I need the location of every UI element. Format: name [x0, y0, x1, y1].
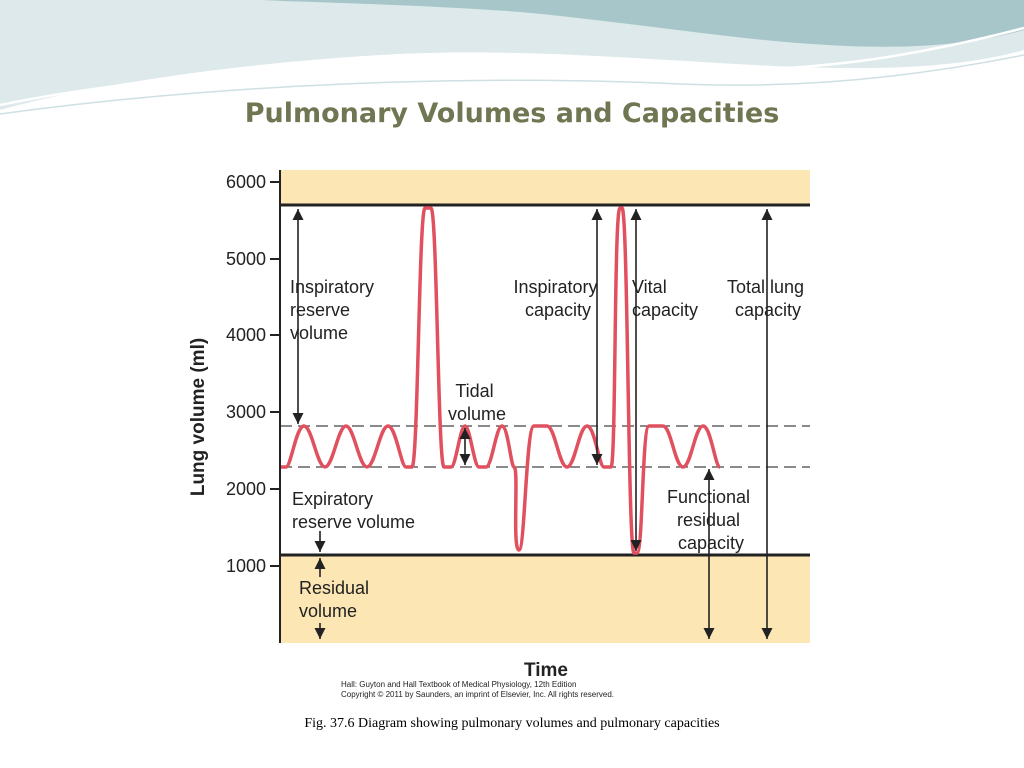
x-axis-label: Time — [524, 660, 568, 681]
total-lung-capacity-label: Total lung capacity — [727, 277, 809, 320]
residual-shaded-band — [280, 555, 810, 643]
y-tick-3000: 3000 — [226, 402, 266, 422]
credit-line-1: Hall: Guyton and Hall Textbook of Medica… — [341, 680, 576, 689]
inspiratory-reserve-volume-label: Inspiratory reserve volume — [290, 277, 379, 343]
measurement-arrows — [292, 209, 773, 639]
lung-volume-diagram: 6000 5000 4000 3000 2000 1000 Lung volum… — [188, 170, 810, 699]
y-tick-5000: 5000 — [226, 249, 266, 269]
y-axis-label: Lung volume (ml) — [188, 338, 209, 496]
y-tick-1000: 1000 — [226, 556, 266, 576]
residual-volume-label: Residual volume — [299, 578, 374, 621]
slide-banner — [0, 0, 1024, 115]
y-tick-4000: 4000 — [226, 325, 266, 345]
inspiratory-capacity-label: Inspiratory capacity — [513, 277, 602, 320]
y-axis-tick-labels: 6000 5000 4000 3000 2000 1000 — [226, 172, 266, 576]
slide-title: Pulmonary Volumes and Capacities — [244, 98, 780, 129]
top-shaded-band — [280, 170, 810, 205]
figure-caption: Fig. 37.6 Diagram showing pulmonary volu… — [304, 716, 720, 731]
y-axis-ticks — [270, 181, 280, 567]
credit-line-2: Copyright © 2011 by Saunders, an imprint… — [341, 690, 614, 699]
y-tick-6000: 6000 — [226, 172, 266, 192]
y-tick-2000: 2000 — [226, 479, 266, 499]
expiratory-reserve-volume-label: Expiratory reserve volume — [292, 489, 415, 532]
vital-capacity-label: Vital capacity — [632, 277, 698, 320]
functional-residual-capacity-label: Functional residual capacity — [667, 487, 755, 553]
figure-credit: Hall: Guyton and Hall Textbook of Medica… — [341, 680, 614, 699]
tidal-volume-label: Tidal volume — [448, 381, 506, 424]
